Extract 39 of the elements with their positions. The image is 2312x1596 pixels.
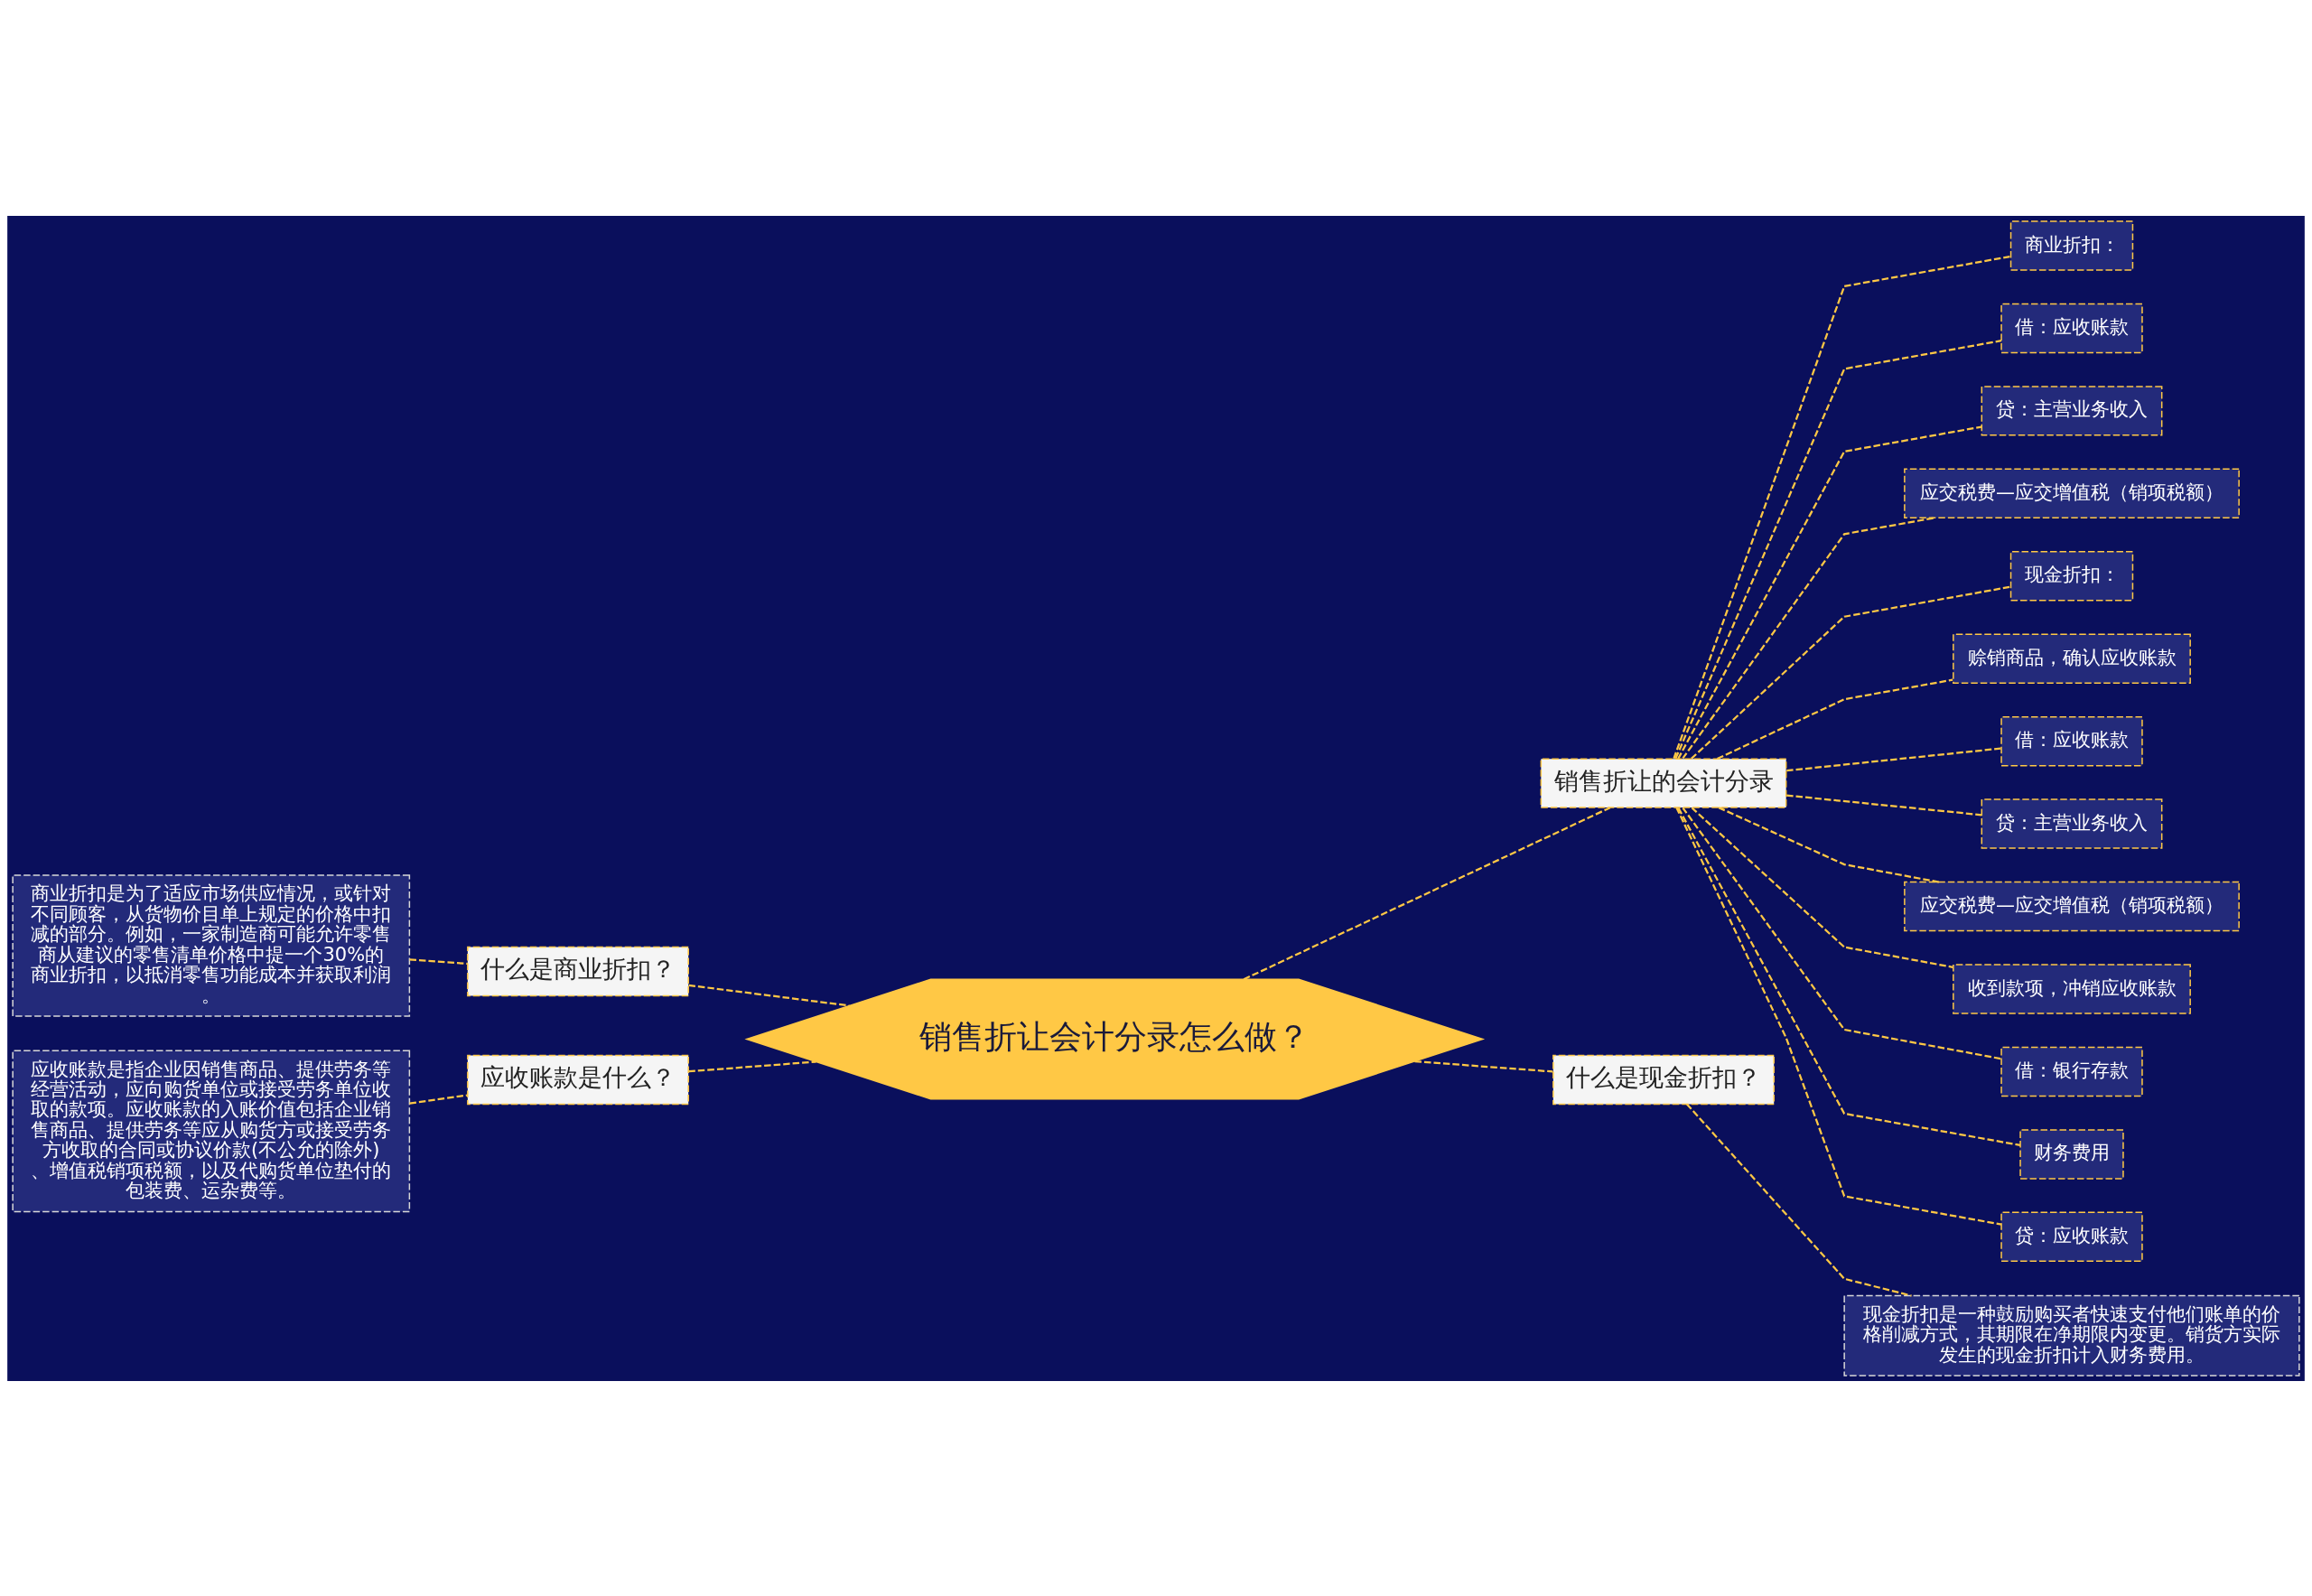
connector bbox=[1677, 425, 1982, 760]
connector bbox=[1677, 807, 2021, 1146]
connector bbox=[1673, 255, 2011, 759]
node-box: 贷：应收账款 bbox=[2000, 1211, 2143, 1262]
connector bbox=[409, 1093, 468, 1105]
node-box: 销售折让的会计分录 bbox=[1540, 757, 1787, 808]
node-box: 现金折扣： bbox=[2009, 550, 2134, 601]
connector bbox=[1717, 678, 1953, 760]
node-box: 应交税费—应交增值税（销项税额） bbox=[1904, 468, 2240, 518]
node-box: 应交税费—应交增值税（销项税额） bbox=[1904, 881, 2240, 931]
connector bbox=[688, 1059, 816, 1072]
connector bbox=[1691, 585, 2011, 760]
node-box: 贷：主营业务收入 bbox=[1981, 385, 2163, 436]
node-box: 收到款项，冲销应收账款 bbox=[1953, 963, 2191, 1014]
connector bbox=[1718, 806, 1940, 883]
node-box: 什么是现金折扣？ bbox=[1552, 1054, 1775, 1105]
node-box: 借：应收账款 bbox=[2000, 303, 2143, 353]
node-box: 财务费用 bbox=[2019, 1128, 2124, 1180]
node-box: 借：应收账款 bbox=[2000, 715, 2143, 766]
connector bbox=[1786, 746, 2002, 771]
connector bbox=[1414, 1059, 1553, 1073]
connector bbox=[1243, 806, 1611, 980]
node-box: 赊销商品，确认应收账款 bbox=[1953, 633, 2191, 684]
connector bbox=[1675, 807, 2002, 1226]
connector bbox=[1682, 516, 1934, 759]
node-box: 贷：主营业务收入 bbox=[1981, 798, 2163, 849]
node-box: 什么是商业折扣？ bbox=[467, 946, 689, 996]
node-box: 商业折扣： bbox=[2009, 219, 2134, 271]
node-box: 应收账款是指企业因销售商品、提供劳务等经营活动，应向购货单位或接受劳务单位收取的款项。应收账款的入账价值包括企业销售商品、提供劳务等应从购货方或接受劳务方收取的合同或协议价款(不公允的除外)、增值税销项税额，以及代购货单位垫付的包装费、运杂费等。 bbox=[12, 1049, 411, 1212]
node-box: 商业折扣是为了适应市场供应情况，或针对不同顾客，从货物价目单上规定的价格中扣减的部分。例如，一家制造商可能允许零售商从建议的零售清单价格中提一个30%的商业折扣，以抵消零售功能成本并获取利润。 bbox=[12, 873, 411, 1017]
connector bbox=[1691, 806, 1953, 968]
connector bbox=[409, 957, 468, 965]
node-box: 应收账款是什么？ bbox=[467, 1054, 689, 1105]
connector bbox=[1682, 807, 2002, 1059]
connector bbox=[1686, 1103, 1912, 1297]
connector bbox=[1674, 339, 2002, 759]
connector bbox=[1786, 794, 1982, 816]
node-box: 现金折扣是一种鼓励购买者快速支付他们账单的价格削减方式，其期限在净期限内变更。销货方实际发生的现金折扣计入财务费用。 bbox=[1843, 1294, 2300, 1377]
node-box: 借：银行存款 bbox=[2000, 1046, 2143, 1097]
